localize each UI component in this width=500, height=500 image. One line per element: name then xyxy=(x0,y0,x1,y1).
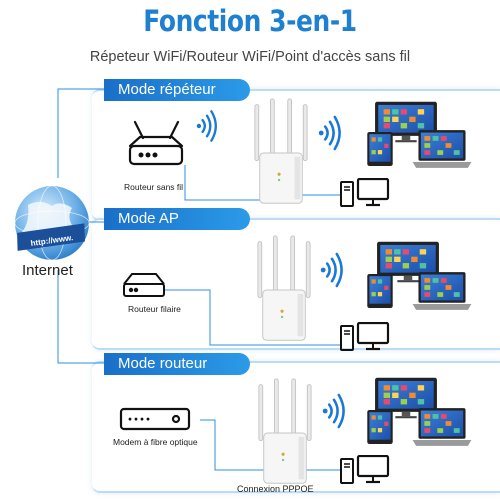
repeater-icon xyxy=(254,98,308,204)
page-title: Fonction 3-en-1 xyxy=(143,4,357,38)
mode-label-router: Mode routeur xyxy=(104,353,250,375)
tablet-icon xyxy=(367,274,393,308)
mode-label-ap: Mode AP xyxy=(104,208,250,230)
desktop-pc-icon xyxy=(340,455,390,485)
laptop-icon xyxy=(412,130,472,168)
wifi-signal-icon xyxy=(318,115,342,151)
tablet-icon xyxy=(367,132,393,166)
laptop-icon xyxy=(412,272,472,310)
repeater-icon xyxy=(257,235,311,341)
desktop-pc-icon xyxy=(340,322,390,352)
wifi-signal-icon xyxy=(320,252,344,288)
desktop-pc-icon xyxy=(340,178,390,208)
wired-router-icon xyxy=(123,273,165,297)
connexion-label: Connexion PPPOE xyxy=(237,484,314,494)
mode-label-repeater: Mode répéteur xyxy=(104,79,250,101)
wifi-signal-icon xyxy=(196,109,218,143)
page-subtitle: Répeteur WiFi/Routeur WiFi/Point d'accès… xyxy=(89,49,411,65)
fiber-modem-icon xyxy=(119,407,191,431)
tablet-icon xyxy=(367,410,393,444)
wifi-signal-icon xyxy=(322,393,346,429)
device-label-fiber-modem: Modem à fibre optique xyxy=(113,437,198,447)
device-label-wireless-router: Routeur sans fil xyxy=(124,182,184,192)
internet-label: Internet xyxy=(22,262,73,279)
device-label-wired-router: Routeur filaire xyxy=(128,304,181,314)
globe-icon xyxy=(14,185,90,261)
wireless-router-icon xyxy=(128,120,184,166)
repeater-icon xyxy=(258,378,312,484)
laptop-icon xyxy=(412,408,472,446)
